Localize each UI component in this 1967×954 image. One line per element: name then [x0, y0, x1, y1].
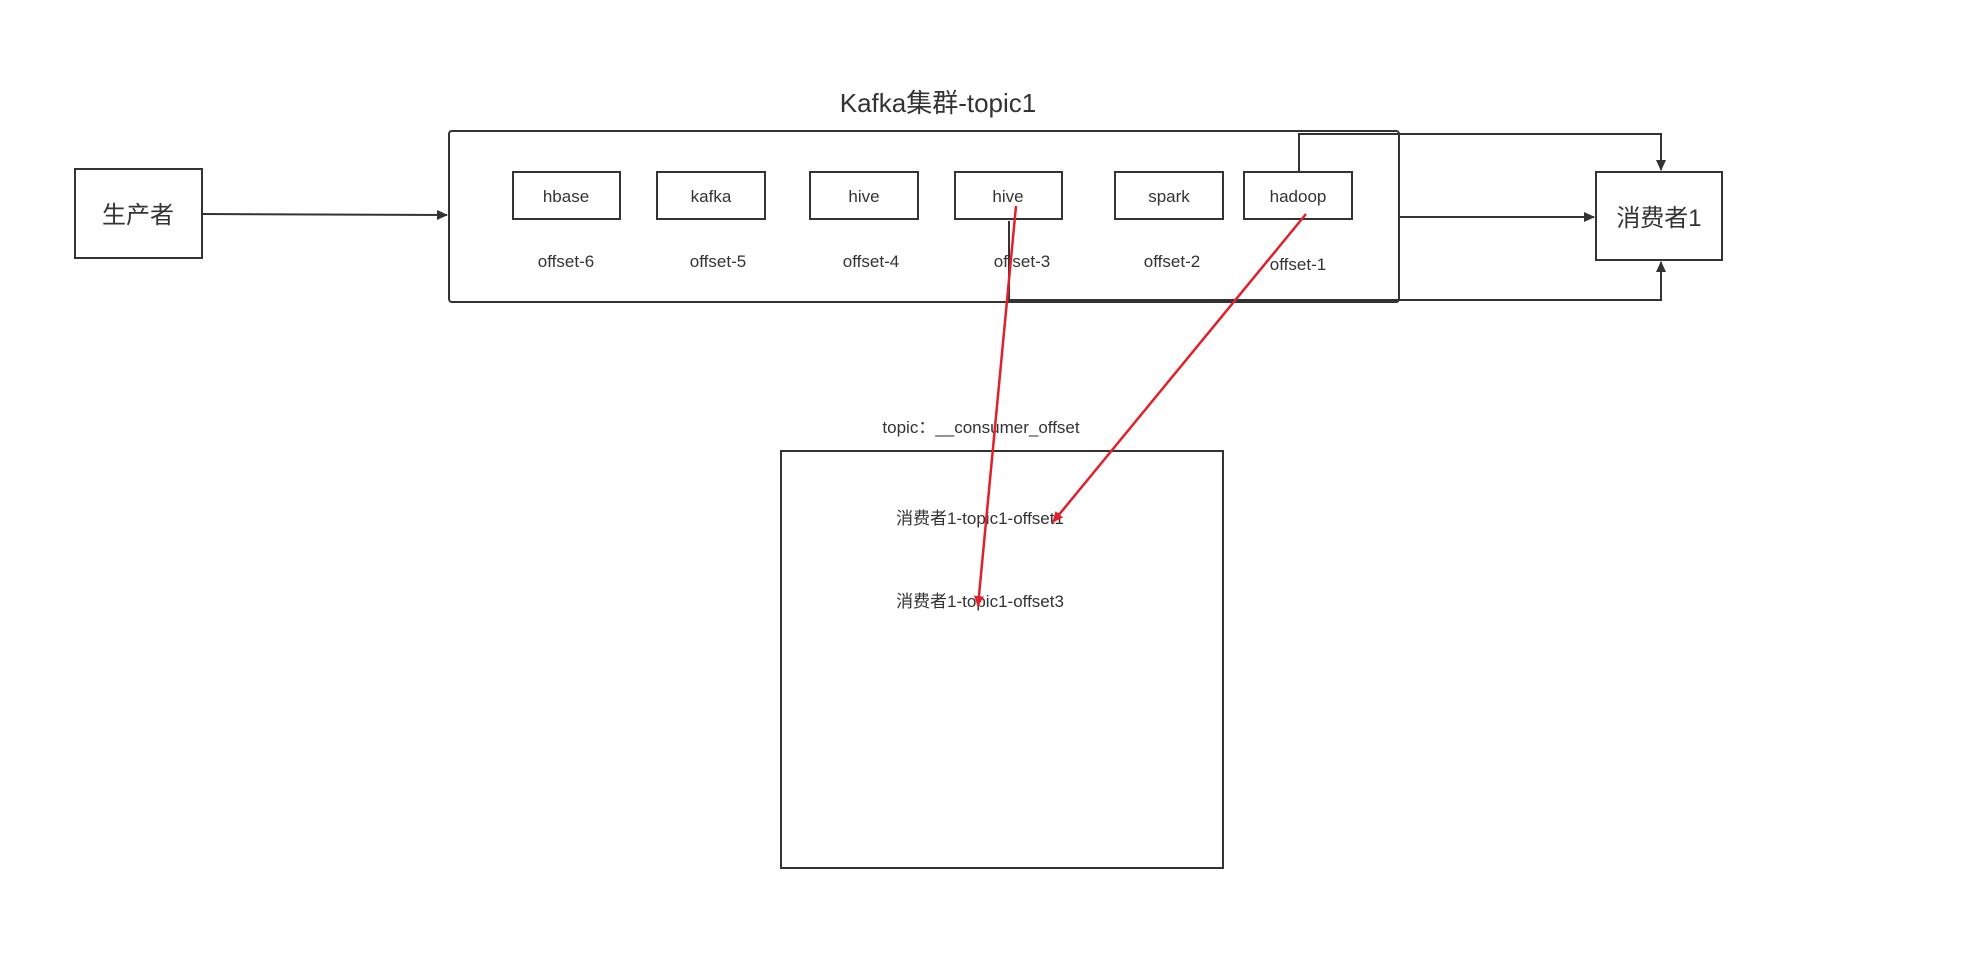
message-label: hive	[848, 187, 879, 206]
message-spark: spark	[1114, 171, 1224, 220]
message-hbase: hbase	[512, 171, 621, 220]
commit-arrow-offset3	[973, 205, 1018, 607]
offset-label: offset-3	[994, 252, 1050, 271]
cluster-title: Kafka集群-topic1	[840, 88, 1037, 118]
producer-to-cluster-arrow	[201, 209, 448, 220]
message-hive-4: hive	[809, 171, 919, 220]
offset-label: offset-4	[843, 252, 899, 271]
offset-label: offset-1	[1270, 255, 1326, 274]
hadoop-to-consumer-connector	[1298, 133, 1666, 172]
message-hive-3: hive	[954, 171, 1063, 220]
offset-record: 消费者1-topic1-offset1	[896, 509, 1064, 528]
offset-label: offset-5	[690, 252, 746, 271]
message-kafka: kafka	[656, 171, 766, 220]
offset-topic-box	[780, 450, 1224, 869]
consumer-label: 消费者1	[1616, 205, 1701, 232]
message-label: kafka	[691, 187, 732, 206]
producer-label: 生产者	[102, 202, 174, 229]
message-label: hive	[992, 187, 1023, 206]
message-hadoop: hadoop	[1243, 171, 1353, 220]
message-label: spark	[1148, 187, 1190, 206]
commit-arrow-offset1	[1052, 213, 1307, 523]
offset-topic-title: topic：__consumer_offset	[882, 418, 1079, 437]
message-label: hbase	[543, 187, 589, 206]
offset-label: offset-2	[1144, 252, 1200, 271]
offset3-to-consumer-connector	[1008, 221, 1666, 301]
offset-label: offset-6	[538, 252, 594, 271]
message-label: hadoop	[1270, 187, 1327, 206]
consumer-node: 消费者1	[1595, 171, 1723, 261]
producer-node: 生产者	[74, 168, 203, 259]
